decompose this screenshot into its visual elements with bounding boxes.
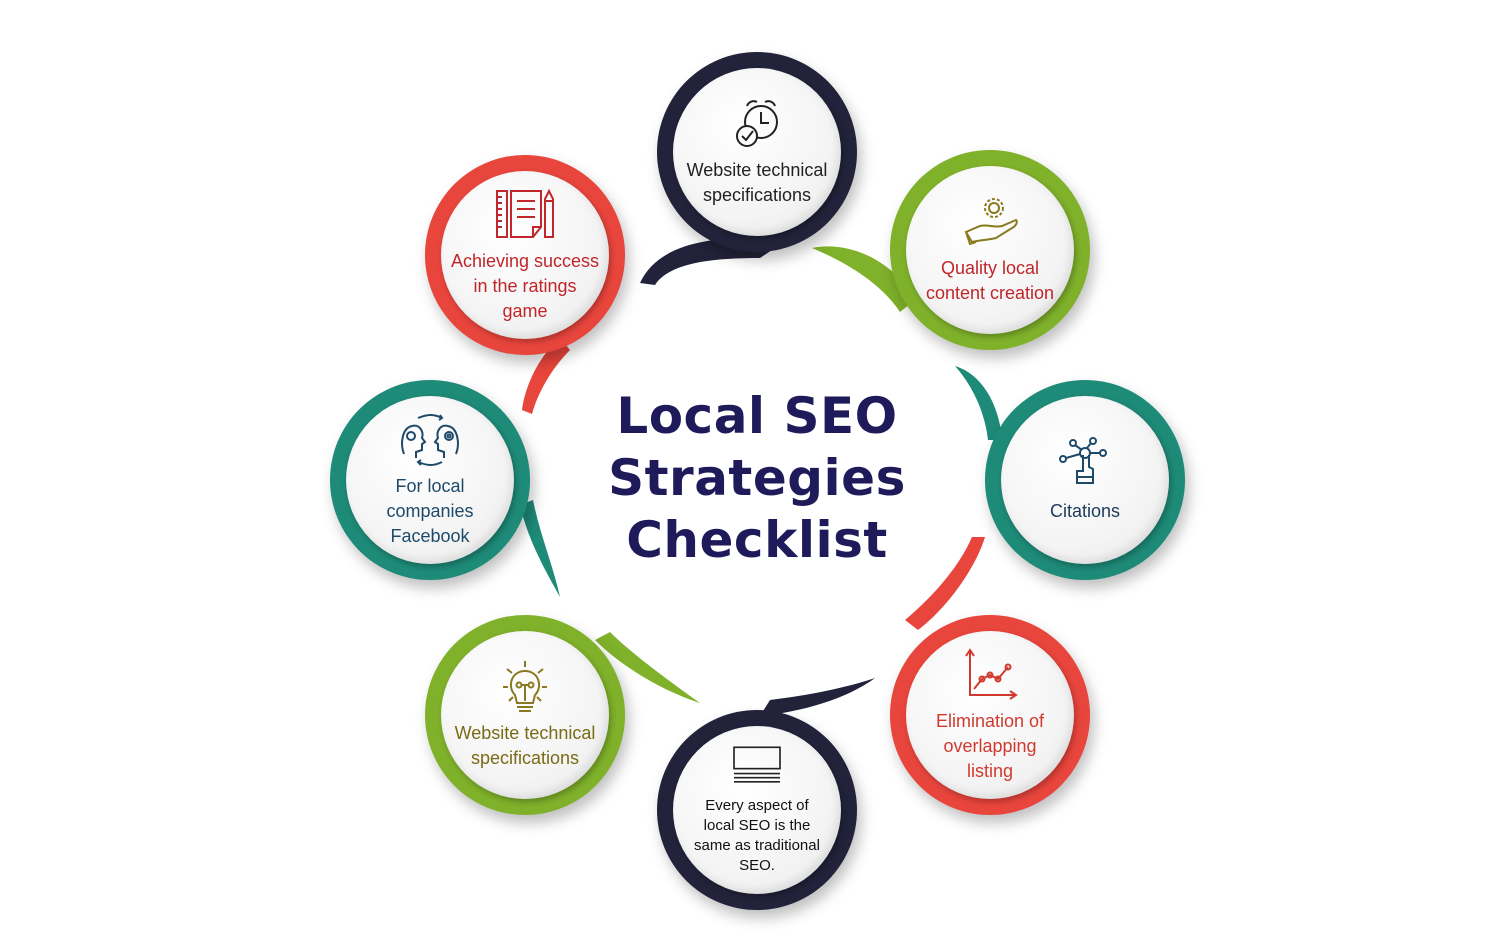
node-face: For local companies Facebook bbox=[346, 396, 514, 564]
node-website-technical-specifications-top: Website technical specifications bbox=[657, 52, 857, 252]
node-face: Quality local content creation bbox=[906, 166, 1074, 334]
node-every-aspect-of-local-seo: Every aspect of local SEO is the same as… bbox=[657, 710, 857, 910]
touch-network-icon bbox=[1059, 436, 1107, 484]
node-achieving-success-ratings-game: Achieving success in the ratings game bbox=[425, 155, 625, 355]
alarm-clock-check-icon bbox=[736, 100, 778, 147]
node-label: Every aspect of local SEO is the same as… bbox=[694, 797, 820, 874]
node-face: Achieving success in the ratings game bbox=[441, 171, 609, 339]
node-label: Quality local content creation bbox=[925, 258, 1055, 303]
hand-gear-icon bbox=[964, 198, 1018, 246]
line-chart-icon bbox=[965, 647, 1018, 700]
node-face: Citations bbox=[1001, 396, 1169, 564]
node-citations: Citations bbox=[985, 380, 1185, 580]
node-label: Achieving success in the ratings game bbox=[450, 250, 600, 321]
document-layout-icon bbox=[733, 746, 781, 783]
notepad-ruler-pencil-icon bbox=[496, 188, 554, 238]
node-label: Website technical specifications bbox=[686, 160, 828, 205]
node-label: For local companies Facebook bbox=[386, 475, 474, 546]
diagram-title: Local SEO Strategies Checklist bbox=[557, 385, 957, 571]
node-face: Website technical specifications bbox=[441, 631, 609, 799]
node-label: Citations bbox=[1049, 500, 1121, 521]
node-face: Website technical specifications bbox=[673, 68, 841, 236]
node-label: Elimination of overlapping listing bbox=[935, 710, 1045, 781]
node-elimination-of-overlapping-listing: Elimination of overlapping listing bbox=[890, 615, 1090, 815]
title-line-3: Checklist bbox=[626, 511, 888, 569]
two-heads-exchange-icon bbox=[401, 413, 459, 466]
node-face: Elimination of overlapping listing bbox=[906, 631, 1074, 799]
title-line-1: Local SEO bbox=[616, 387, 898, 445]
node-website-technical-specifications-bottom: Website technical specifications bbox=[425, 615, 625, 815]
light-bulb-icon bbox=[503, 661, 547, 712]
node-for-local-companies-facebook: For local companies Facebook bbox=[330, 380, 530, 580]
node-label: Website technical specifications bbox=[454, 723, 596, 768]
title-line-2: Strategies bbox=[608, 449, 906, 507]
node-face: Every aspect of local SEO is the same as… bbox=[673, 726, 841, 894]
node-quality-local-content-creation: Quality local content creation bbox=[890, 150, 1090, 350]
